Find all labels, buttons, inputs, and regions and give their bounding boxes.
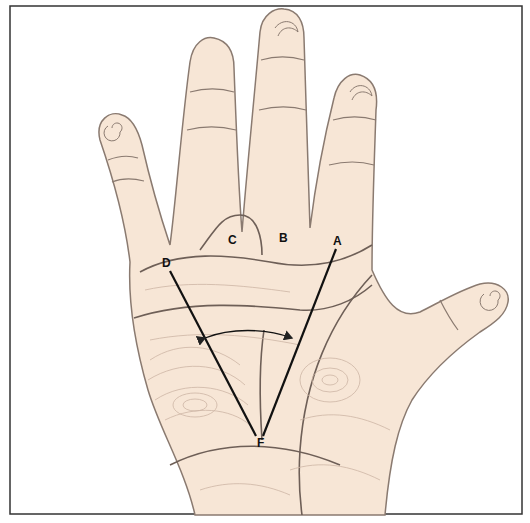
point-label: F bbox=[257, 437, 264, 449]
point-label: B bbox=[279, 232, 288, 244]
point-label: A bbox=[333, 235, 342, 247]
point-label: D bbox=[162, 257, 171, 269]
point-label: C bbox=[228, 234, 237, 246]
